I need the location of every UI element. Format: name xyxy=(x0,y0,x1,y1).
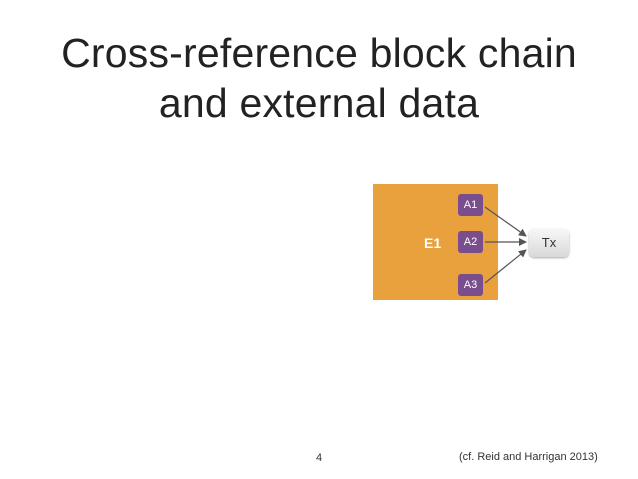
page-number: 4 xyxy=(315,452,323,464)
slide-title-line-2: and external data xyxy=(158,80,480,126)
address-node-a2: A2 xyxy=(458,231,483,253)
slide-title: Cross-reference block chain and external… xyxy=(0,28,638,128)
entity-label: E1 xyxy=(424,235,442,251)
citation: (cf. Reid and Harrigan 2013) xyxy=(459,451,598,463)
transaction-node: Tx xyxy=(529,229,569,257)
slide-title-line-1: Cross-reference block chain xyxy=(61,30,577,76)
address-node-a1: A1 xyxy=(458,194,483,216)
address-node-a3: A3 xyxy=(458,274,483,296)
